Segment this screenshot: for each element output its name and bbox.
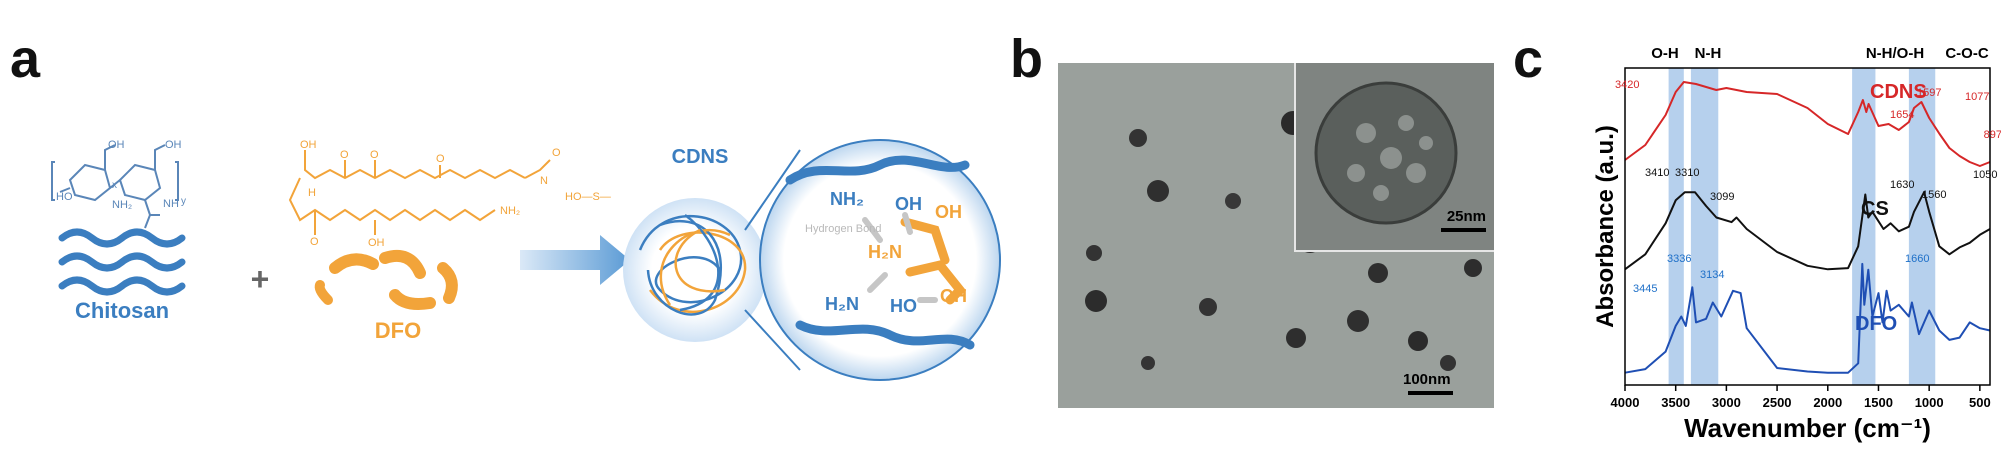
peak-cdns-1077: 1077 <box>1965 91 1989 103</box>
peak-dfo-3134: 3134 <box>1700 269 1724 281</box>
cdns-strands <box>638 213 747 316</box>
peak-cs-1560: 1560 <box>1922 189 1946 201</box>
peak-cs-1630: 1630 <box>1890 179 1914 191</box>
band-label-coc: C-O-C <box>1945 45 1988 62</box>
chitosan-nh2: NH₂ <box>112 199 132 211</box>
band-2 <box>1852 68 1876 385</box>
y-axis-label: Absorbance (a.u.) <box>1592 125 1619 328</box>
peak-cs-1050: 1050 <box>1973 169 1997 181</box>
dfo-o-4: O <box>552 147 561 159</box>
panel-a-schematic: OH OH HO NH₂ NH x y Chitosan + OH O O O … <box>51 139 1001 381</box>
zoom-strands <box>785 155 975 350</box>
band-1 <box>1690 68 1719 385</box>
group-h2n-bot: H₂N <box>825 294 859 314</box>
chitosan-x: x <box>112 180 117 191</box>
dfo-o-5: O <box>310 236 319 248</box>
group-h2n-mid: H₂N <box>868 242 902 262</box>
inset-scale-bar <box>1441 228 1486 232</box>
dfo-oh-1: OH <box>300 139 317 151</box>
main-scale-bar <box>1408 391 1453 395</box>
chitosan-oh-top-2: OH <box>165 139 182 151</box>
dfo-h: H <box>308 187 316 199</box>
peak-cdns-897: 897 <box>1984 129 2001 141</box>
tem-inset-particle <box>1314 81 1458 225</box>
main-scale-label: 100nm <box>1403 371 1451 388</box>
peak-cdns-1597: 1597 <box>1917 87 1941 99</box>
peak-cdns-1654: 1654 <box>1890 109 1914 121</box>
x-tick-label-4000: 4000 <box>1611 395 1640 410</box>
group-nh2-top: NH₂ <box>830 189 864 209</box>
dfo-o-3: O <box>436 153 445 165</box>
panel-label-c: c <box>1513 29 1544 89</box>
band-label-oh: O-H <box>1651 45 1679 62</box>
band-label-nh: N-H <box>1695 45 1722 62</box>
chitosan-structure <box>51 144 179 229</box>
dfo-o-1: O <box>340 149 349 161</box>
chitosan-label: Chitosan <box>75 298 169 323</box>
series-line-cdns <box>1624 81 1991 167</box>
x-axis-label: Wavenumber (cm⁻¹) <box>1684 413 1931 443</box>
peak-cdns-3420: 3420 <box>1615 79 1639 91</box>
x-tick-label-500: 500 <box>1969 395 1991 410</box>
band-label-nhoh: N-H/O-H <box>1866 45 1924 62</box>
zoom-lines <box>744 149 801 371</box>
peak-dfo-1660: 1660 <box>1905 253 1929 265</box>
chitosan-oh-top: OH <box>108 139 125 151</box>
dfo-label: DFO <box>375 318 421 343</box>
tem-image: 25nm 100nm <box>1058 63 1494 408</box>
band-highlights <box>1668 68 1936 385</box>
series-line-dfo <box>1624 262 1991 374</box>
dfo-blob-icon <box>314 249 458 310</box>
x-tick-label-3500: 3500 <box>1661 395 1690 410</box>
chitosan-ho: HO <box>56 191 73 203</box>
plus-sign: + <box>251 261 270 297</box>
group-oh-bot: OH <box>940 286 967 306</box>
zoom-bubble <box>759 139 1001 381</box>
chitosan-y: y <box>181 196 186 207</box>
dfo-n: N <box>540 175 548 187</box>
group-oh-top: OH <box>895 194 922 214</box>
group-ho-bot: HO <box>890 296 917 316</box>
series-line-cs <box>1624 191 1991 271</box>
dfo-oh-2: OH <box>368 237 385 249</box>
panel-label-a: a <box>10 29 41 89</box>
x-tick-label-2500: 2500 <box>1763 395 1792 410</box>
series-label-cdns: CDNS <box>1870 81 1927 103</box>
series-label-cs: CS <box>1861 198 1889 220</box>
dfo-structure <box>288 150 551 235</box>
x-ticks: 4000 3500 3000 2500 2000 1500 1000 500 <box>1611 385 1991 410</box>
peak-cs-3310: 3310 <box>1675 167 1699 179</box>
x-tick-label-2000: 2000 <box>1813 395 1842 410</box>
hydrogen-bonds <box>862 212 938 303</box>
group-oh-mid: OH <box>935 202 962 222</box>
peak-dfo-3336: 3336 <box>1667 253 1691 265</box>
inset-scale-label: 25nm <box>1446 208 1486 225</box>
panel-label-b: b <box>1010 29 1043 89</box>
plot-frame <box>1624 67 1991 386</box>
reaction-arrow <box>520 235 630 285</box>
tem-inset: 25nm <box>1294 63 1494 252</box>
ftir-chart: 4000 3500 3000 2500 2000 1500 1000 500 Wavenumb… <box>1592 45 2001 443</box>
peak-dfo-3445: 3445 <box>1633 283 1657 295</box>
hydrogen-bond-label: Hydrogen Bond <box>805 223 881 235</box>
chitosan-wave-icon <box>58 228 186 296</box>
dfo-o-2: O <box>370 149 379 161</box>
cdns-label: CDNS <box>672 146 729 168</box>
x-tick-label-3000: 3000 <box>1712 395 1741 410</box>
peak-cs-3410: 3410 <box>1645 167 1669 179</box>
band-0 <box>1668 68 1684 385</box>
x-tick-label-1000: 1000 <box>1915 395 1944 410</box>
chitosan-nh: NH <box>163 198 179 210</box>
mesylate-label: HO—S— <box>565 191 611 203</box>
x-tick-label-1500: 1500 <box>1864 395 1893 410</box>
series-label-dfo: DFO <box>1855 313 1897 335</box>
peak-cs-3099: 3099 <box>1710 191 1734 203</box>
plot-area <box>1624 81 1991 374</box>
dfo-nh2: NH₂ <box>500 205 520 217</box>
